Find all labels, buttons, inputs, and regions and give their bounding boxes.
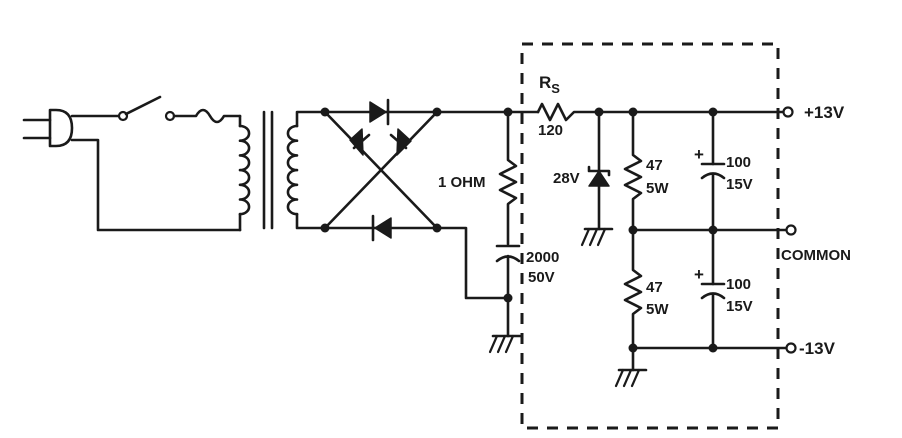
ground-icon	[614, 368, 648, 388]
c-top-voltage: 15V	[726, 176, 753, 193]
resistor-1ohm	[498, 107, 518, 246]
transformer	[238, 110, 327, 232]
resistor-rs	[536, 102, 786, 122]
terminal-common	[785, 224, 797, 236]
r-bottom-value: 47	[646, 279, 663, 296]
plug-icon	[22, 108, 74, 148]
fuse	[172, 108, 242, 124]
switch	[117, 95, 176, 122]
c-bottom-voltage: 15V	[726, 298, 753, 315]
zener-diode	[587, 107, 611, 231]
bridge-rectifier	[320, 98, 442, 242]
rs-value: 120	[538, 122, 563, 139]
wire	[435, 226, 510, 300]
terminal-negative	[785, 342, 797, 354]
out-positive-label: +13V	[804, 103, 845, 122]
out-negative-label: -13V	[799, 339, 836, 358]
r-bottom-power: 5W	[646, 301, 669, 318]
out-common-label: COMMON	[781, 247, 851, 264]
c-filter-voltage: 50V	[528, 269, 555, 286]
terminal-positive	[782, 106, 794, 118]
filter-capacitor	[495, 244, 521, 338]
capacitor-100-top	[700, 107, 726, 235]
c-top-plus: +	[694, 145, 704, 164]
ground-icon	[580, 227, 614, 247]
capacitor-100-bottom	[700, 228, 726, 353]
zener-label: 28V	[553, 170, 580, 187]
r-series-label: 1 OHM	[438, 174, 486, 191]
regulator-box	[520, 42, 780, 430]
c-bottom-plus: +	[694, 265, 704, 284]
ground-icon	[488, 334, 522, 354]
r-top-power: 5W	[646, 180, 669, 197]
c-top-value: 100	[726, 154, 751, 171]
resistor-47-top	[623, 107, 643, 232]
rs-label: RS	[539, 73, 560, 96]
c-bottom-value: 100	[726, 276, 751, 293]
r-top-value: 47	[646, 157, 663, 174]
c-filter-value: 2000	[526, 249, 559, 266]
wire	[70, 138, 242, 232]
